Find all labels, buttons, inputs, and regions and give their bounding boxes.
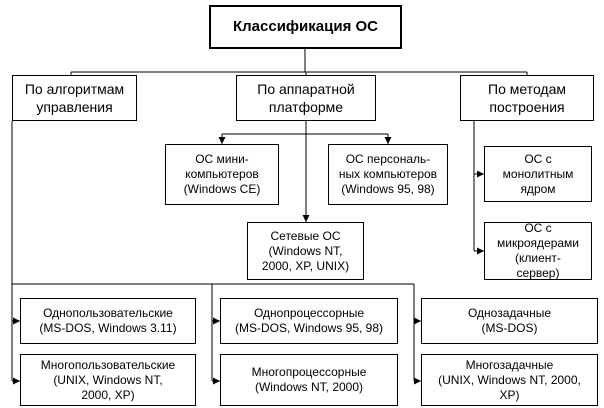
single-user-os: Однопользовательские (MS-DOS, Windows 3.… [20,298,196,344]
category-hardware-platform: По аппаратной платформе [236,75,376,121]
os-monolithic-kernel: ОС с монолитным ядром [484,146,592,202]
os-microkernel: ОС с микроядерами (клиент- сервер) [484,221,592,280]
single-task-os: Однозадачные (MS-DOS) [421,298,598,344]
os-personal-computers: ОС персональ- ных компьютеров (Windows 9… [328,144,448,205]
category-construction-methods: По методам построения [460,75,594,121]
multi-user-os: Многопользовательские (UNIX, Windows NT,… [20,354,196,406]
os-network: Сетевые ОС (Windows NT, 2000, XP, UNIX) [247,222,364,280]
multi-task-os: Многозадачные (UNIX, Windows NT, 2000, X… [421,354,598,406]
multi-processor-os: Многопроцессорные (Windows NT, 2000) [220,354,398,406]
single-processor-os: Однопроцессорные (MS-DOS, Windows 95, 98… [220,298,398,344]
category-algorithms: По алгоритмам управления [12,75,137,121]
diagram-title: Классификация ОС [209,5,402,49]
os-minicomputers: ОС мини- компьютеров (Windows CE) [165,144,279,205]
